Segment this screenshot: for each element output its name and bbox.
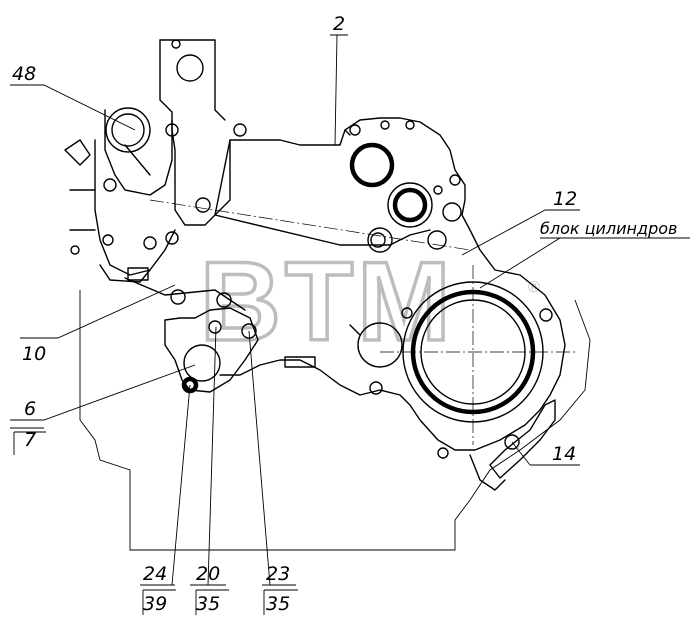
- label-part-23: 23: [266, 563, 290, 585]
- lower-fixture: [469, 399, 556, 491]
- label-dividers: [13, 431, 298, 615]
- centerline: [149, 199, 471, 251]
- watermark: BTM ®: [198, 237, 540, 366]
- label-part-10: 10: [22, 343, 46, 365]
- oil-pump-area: [124, 277, 403, 394]
- oil-filter-housing: [64, 107, 179, 283]
- leader-lines: [10, 34, 690, 586]
- label-part-39: 39: [143, 593, 167, 615]
- label-part-14: 14: [552, 443, 576, 465]
- label-part-7: 7: [24, 429, 36, 451]
- timing-cover-body: [159, 39, 566, 451]
- watermark-registered-mark: ®: [528, 279, 540, 296]
- upper-gear-bores: [165, 120, 462, 253]
- crankshaft-seal-bore: [369, 265, 575, 459]
- label-cylinder-block: блок цилиндров: [540, 219, 677, 238]
- cylinder-block-outline: [79, 290, 591, 551]
- label-part-6: 6: [24, 398, 36, 420]
- watermark-text: BTM: [200, 239, 455, 364]
- label-part-24: 24: [143, 563, 167, 585]
- label-part-48: 48: [12, 63, 36, 85]
- label-part-12: 12: [553, 188, 577, 210]
- callouts: 2 48 12 блок цилиндров 10 6 7 14 24 39 2…: [12, 13, 677, 615]
- label-part-35-b: 35: [266, 593, 290, 615]
- label-part-20: 20: [196, 563, 220, 585]
- label-part-2: 2: [333, 13, 345, 35]
- label-part-35-a: 35: [196, 593, 220, 615]
